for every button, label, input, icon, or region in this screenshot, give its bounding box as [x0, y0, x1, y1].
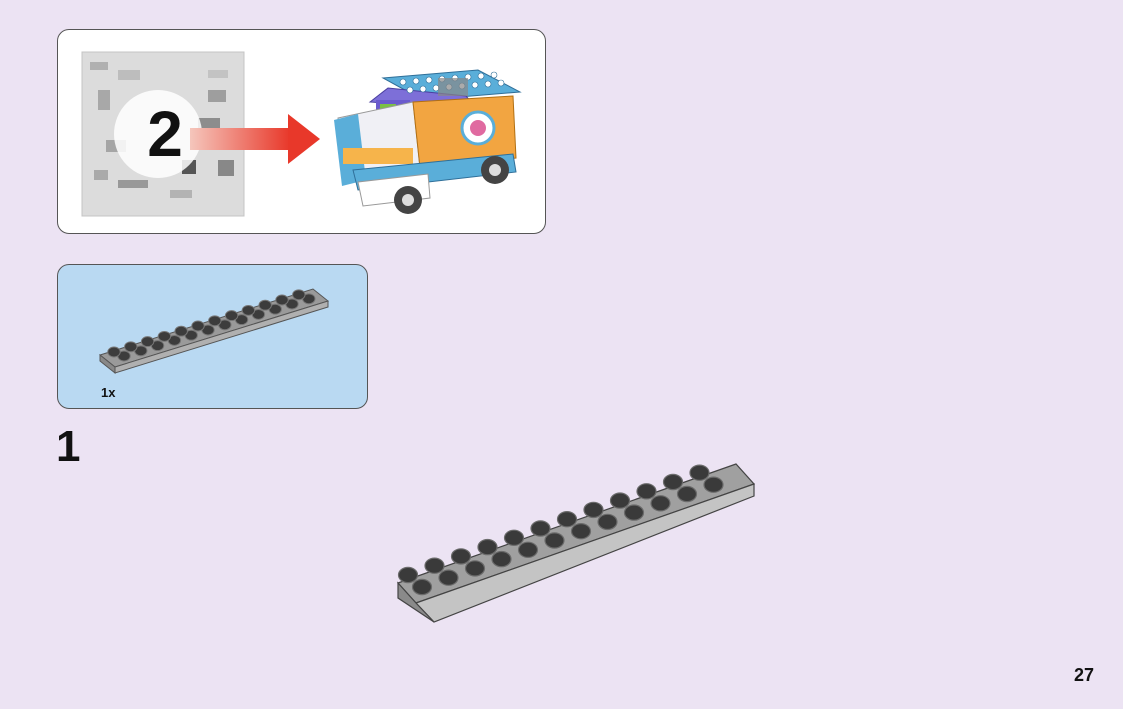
gray-plate-2x12-icon: [100, 289, 328, 373]
stud: [452, 549, 471, 564]
stud: [478, 540, 497, 555]
parts-list-panel: 1x: [57, 264, 368, 409]
stud: [466, 561, 485, 576]
stud: [584, 502, 603, 517]
stud: [141, 337, 153, 347]
stud: [192, 321, 204, 331]
stud: [625, 505, 644, 520]
stud: [492, 552, 511, 567]
stud: [225, 311, 237, 321]
stud: [598, 514, 617, 529]
stud: [678, 486, 697, 501]
stud: [209, 316, 221, 326]
stud: [637, 484, 656, 499]
gray-plate-2x12-icon: [398, 464, 754, 622]
stud: [108, 347, 120, 357]
part-quantity: 1x: [101, 385, 115, 400]
stud: [276, 295, 288, 305]
stud: [293, 290, 305, 300]
stud: [664, 474, 683, 489]
stud: [158, 331, 170, 341]
stud: [413, 579, 432, 594]
stud: [611, 493, 630, 508]
camper-van-model-icon: [334, 70, 520, 214]
stud: [531, 521, 550, 536]
stud: [425, 558, 444, 573]
page-number: 27: [1074, 665, 1094, 686]
stud: [558, 512, 577, 527]
stud: [175, 326, 187, 336]
stud: [704, 477, 723, 492]
bag-panel: 2: [57, 29, 546, 234]
step-number: 1: [56, 425, 80, 469]
stud: [690, 465, 709, 480]
stud: [259, 300, 271, 310]
bag-number: 2: [142, 102, 188, 166]
stud: [651, 496, 670, 511]
stud: [125, 342, 137, 352]
stud: [519, 542, 538, 557]
stud: [505, 530, 524, 545]
stud: [439, 570, 458, 585]
stud: [399, 567, 418, 582]
stud: [545, 533, 564, 548]
bag-panel-art: [58, 30, 547, 235]
stud: [242, 305, 254, 315]
stud: [572, 524, 591, 539]
